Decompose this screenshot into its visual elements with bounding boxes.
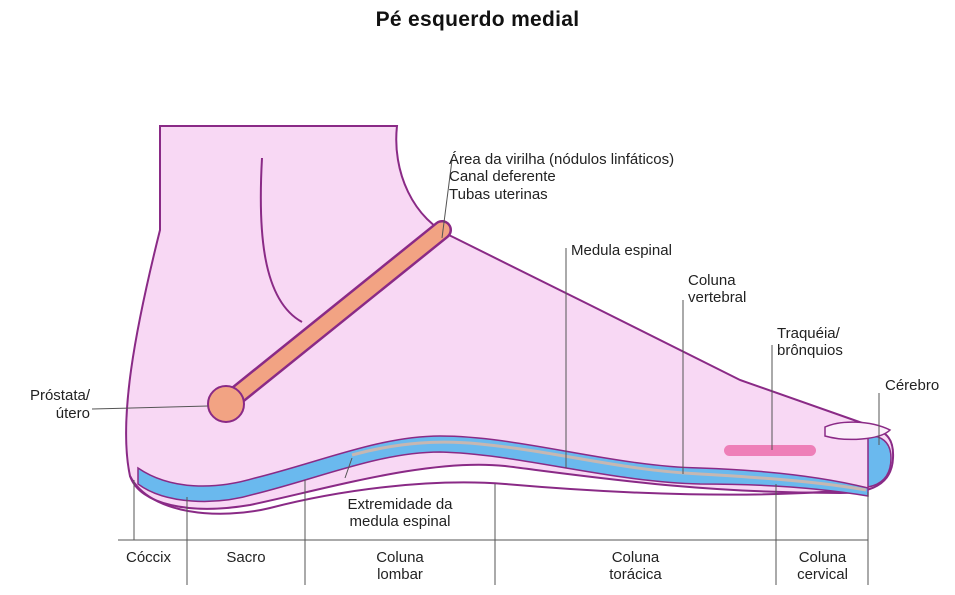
label-cord-end-line2: medula espinal bbox=[349, 513, 451, 530]
label-spine-line2: vertebral bbox=[688, 289, 747, 306]
segment-cervical-line2: cervical bbox=[797, 566, 848, 583]
groin-band bbox=[216, 220, 452, 414]
segment-lumbar-line1: Coluna bbox=[376, 549, 424, 566]
sole-outline bbox=[129, 475, 869, 515]
spinal-cord-line bbox=[351, 440, 867, 492]
leader-cord-end bbox=[344, 457, 353, 479]
label-vas-deferens: Canal deferente bbox=[449, 168, 556, 185]
label-prostate-line1: Próstata/ bbox=[29, 387, 90, 404]
segment-cervical-line1: Coluna bbox=[798, 549, 847, 566]
leader-prostate bbox=[91, 405, 209, 410]
ankle-crease bbox=[259, 157, 303, 323]
leader-groin bbox=[441, 159, 453, 239]
toenail bbox=[824, 421, 892, 441]
segment-coccyx: Cóccix bbox=[126, 549, 172, 566]
trachea-zone bbox=[724, 445, 816, 456]
segment-sacrum: Sacro bbox=[226, 549, 266, 566]
label-cord-end-line1: Extremidade da bbox=[347, 496, 453, 513]
label-spinal-cord: Medula espinal bbox=[571, 242, 672, 259]
label-brain: Cérebro bbox=[885, 377, 940, 394]
label-prostate-line2: útero bbox=[55, 405, 90, 422]
label-fallopian-tubes: Tubas uterinas bbox=[449, 186, 548, 203]
label-spine-line1: Coluna bbox=[688, 272, 736, 289]
label-groin: Área da virilha (nódulos linfáticos) bbox=[449, 151, 675, 168]
segment-thoracic-line1: Coluna bbox=[611, 549, 660, 566]
segment-lumbar-line2: lombar bbox=[377, 566, 423, 583]
leader-lines bbox=[91, 159, 880, 585]
prostate-zone bbox=[207, 385, 245, 423]
segment-thoracic-line2: torácica bbox=[609, 566, 662, 583]
brain-zone bbox=[867, 434, 892, 488]
diagram-title: Pé esquerdo medial bbox=[375, 8, 580, 31]
label-trachea-line2: brônquios bbox=[777, 342, 843, 359]
label-trachea-line1: Traquéia/ bbox=[777, 325, 840, 342]
